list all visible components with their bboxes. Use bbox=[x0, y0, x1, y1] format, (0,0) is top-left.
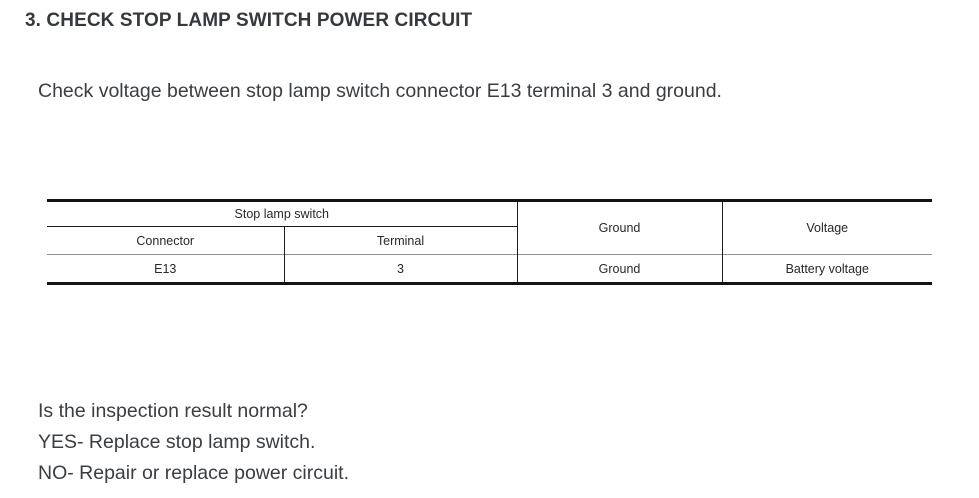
table-cell-voltage-value: Battery voltage bbox=[722, 254, 933, 282]
inspection-answer-no: NO- Repair or replace power circuit. bbox=[38, 462, 350, 484]
table-top-rule bbox=[47, 199, 932, 202]
table-header-ground: Ground bbox=[517, 202, 723, 255]
table-bottom-rule bbox=[47, 282, 932, 285]
spec-table-container: Stop lamp switch Ground Voltage Connecto… bbox=[47, 199, 933, 285]
inspection-result-block: Is the inspection result normal? YES- Re… bbox=[38, 396, 938, 489]
instruction-text: Check voltage between stop lamp switch c… bbox=[38, 80, 722, 102]
table-row: E13 3 Ground Battery voltage bbox=[47, 254, 933, 282]
inspection-question: Is the inspection result normal? bbox=[38, 400, 308, 422]
specification-table: Stop lamp switch Ground Voltage Connecto… bbox=[47, 202, 933, 282]
table-row-column-headers: Connector Terminal bbox=[47, 226, 932, 255]
table-cell-ground-value: Ground bbox=[517, 254, 723, 282]
table-header-voltage: Voltage bbox=[722, 202, 933, 255]
table-header-connector: Connector bbox=[47, 226, 285, 255]
table-group-header-stop-lamp-switch: Stop lamp switch bbox=[47, 202, 518, 227]
table-row-group-header: Stop lamp switch Ground Voltage bbox=[47, 202, 933, 255]
table-header-terminal: Terminal bbox=[284, 226, 518, 255]
table-cell-connector-value: E13 bbox=[47, 254, 285, 282]
table-cell-terminal-value: 3 bbox=[284, 254, 518, 282]
page-title: 3. CHECK STOP LAMP SWITCH POWER CIRCUIT bbox=[25, 10, 473, 31]
inspection-answer-yes: YES- Replace stop lamp switch. bbox=[38, 431, 316, 453]
